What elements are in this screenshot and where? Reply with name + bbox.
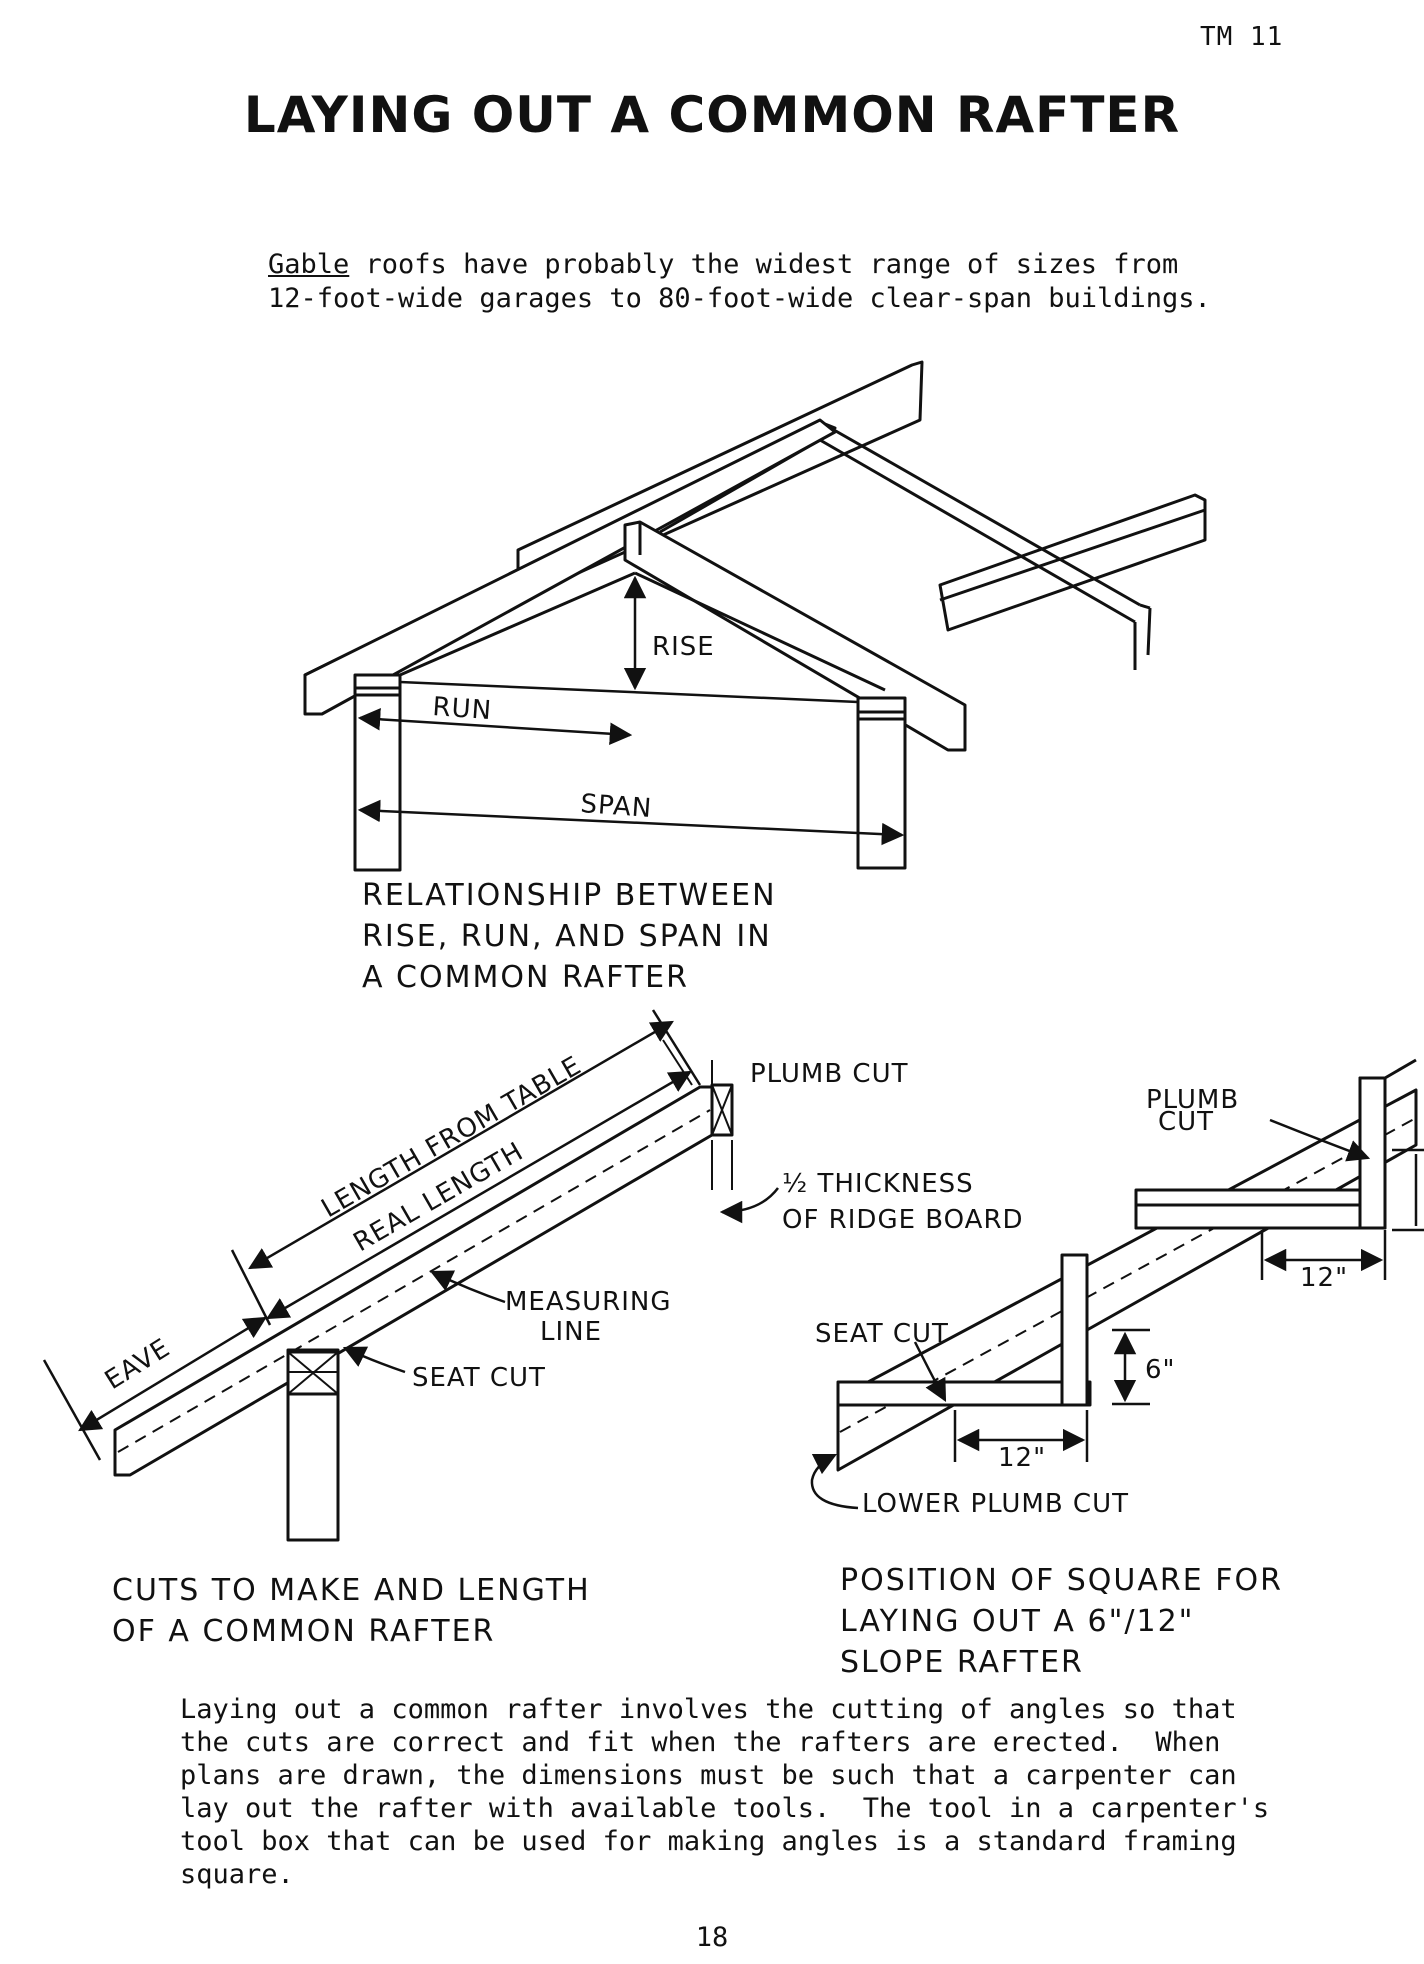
- body-line-1: Laying out a common rafter involves the …: [180, 1694, 1237, 1725]
- figure3-caption-line1: POSITION OF SQUARE FOR: [840, 1563, 1283, 1598]
- body-line-5: tool box that can be used for making ang…: [180, 1826, 1237, 1857]
- framing-square-diagram: [836, 1058, 1418, 1472]
- rise-label: RISE: [652, 632, 715, 662]
- half-thickness-label: ½ THICKNESS: [782, 1169, 974, 1199]
- intro-line-2: 12-foot-wide garages to 80-foot-wide cle…: [268, 283, 1211, 314]
- run-arrow: [357, 708, 633, 745]
- span-label: SPAN: [580, 789, 654, 824]
- figure2-caption-line1: CUTS TO MAKE AND LENGTH: [112, 1573, 591, 1608]
- figure1-caption-line2: RISE, RUN, AND SPAN IN: [362, 919, 772, 954]
- figure1-caption-line1: RELATIONSHIP BETWEEN: [362, 878, 777, 913]
- eave-arrow: [78, 1316, 267, 1432]
- gable-dimension-lines: [357, 575, 905, 846]
- span-arrow: [357, 799, 905, 846]
- intro-line-1: roofs have probably the widest range of …: [349, 249, 1179, 280]
- gable-roof-diagram: [303, 360, 1207, 872]
- rafter-length-dimensions: [42, 1009, 779, 1461]
- six-label: 6": [1145, 1355, 1176, 1385]
- figure2-caption-line2: OF A COMMON RAFTER: [112, 1614, 495, 1649]
- body-line-2: the cuts are correct and fit when the ra…: [180, 1727, 1221, 1758]
- page-number: 18: [695, 1922, 729, 1953]
- cut-label: CUT: [1158, 1107, 1214, 1137]
- measuring-label: MEASURING: [505, 1287, 672, 1317]
- intro-underlined-word: Gable: [268, 249, 350, 280]
- intro-paragraph: Gable roofs have probably the widest ran…: [268, 248, 1211, 316]
- page-title: LAYING OUT A COMMON RAFTER: [243, 86, 1181, 144]
- figure1-caption-line3: A COMMON RAFTER: [362, 960, 689, 995]
- figure3-caption-line3: SLOPE RAFTER: [840, 1645, 1084, 1680]
- framing-square-dimensions: [810, 1118, 1424, 1510]
- body-line-4: lay out the rafter with available tools.…: [180, 1793, 1270, 1824]
- document-code: TM 11: [1200, 22, 1284, 52]
- run-label: RUN: [432, 692, 493, 726]
- plumb-cut-label: PLUMB CUT: [750, 1059, 909, 1089]
- twelve-bottom-label: 12": [998, 1443, 1046, 1473]
- ridge-board-label: OF RIDGE BOARD: [782, 1205, 1024, 1235]
- body-line-3: plans are drawn, the dimensions must be …: [180, 1760, 1237, 1791]
- body-paragraph: Laying out a common rafter involves the …: [180, 1693, 1269, 1891]
- body-line-6: square.: [180, 1859, 294, 1890]
- real-length-arrow: [266, 1070, 692, 1320]
- seat-cut-label: SEAT CUT: [412, 1363, 546, 1393]
- line-label: LINE: [540, 1317, 602, 1347]
- figure3-caption-line2: LAYING OUT A 6"/12": [840, 1604, 1194, 1639]
- span-baseline: [399, 680, 859, 704]
- lower-plumb-cut-label: LOWER PLUMB CUT: [862, 1489, 1129, 1519]
- plumb-label: PLUMB: [1146, 1085, 1239, 1115]
- eave-label: EAVE: [100, 1333, 176, 1396]
- seat-cut-label-fig3: SEAT CUT: [815, 1319, 949, 1349]
- twelve-top-label: 12": [1300, 1263, 1348, 1293]
